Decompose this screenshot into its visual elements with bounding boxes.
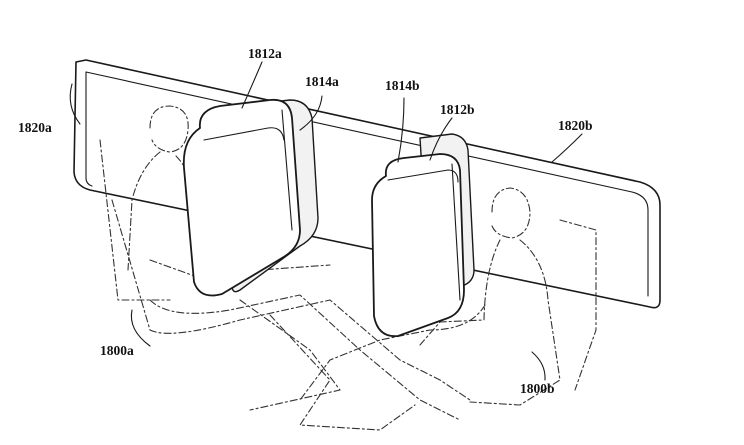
label-1800b: 1800b (520, 381, 555, 396)
label-1814b: 1814b (385, 78, 420, 93)
seat-back-right (371, 133, 475, 338)
label-1820b: 1820b (558, 118, 593, 133)
label-1812b: 1812b (440, 102, 475, 117)
label-1820a: 1820a (18, 120, 52, 135)
label-1814a: 1814a (305, 74, 339, 89)
leader-lines (69, 61, 583, 381)
label-1812a: 1812a (248, 46, 282, 61)
label-1800a: 1800a (100, 343, 134, 358)
display-panel (73, 59, 661, 309)
occupant-left (99, 105, 471, 431)
seat-back-left (182, 98, 319, 297)
